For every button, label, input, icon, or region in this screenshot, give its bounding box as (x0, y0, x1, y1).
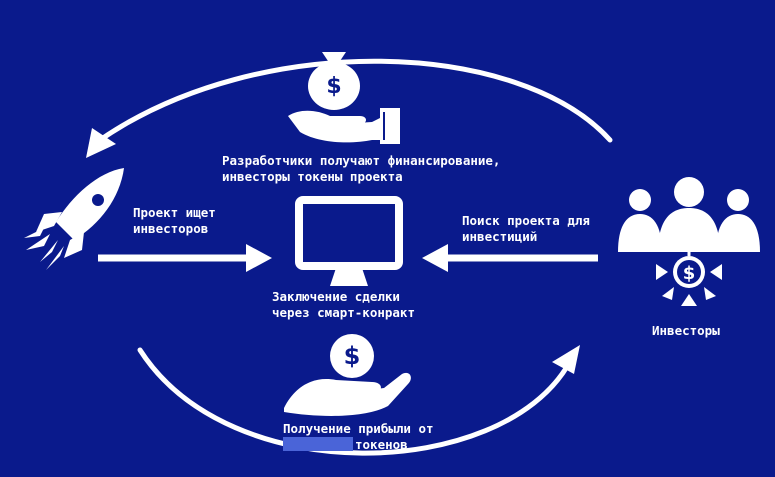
search-project-line1: Поиск проекта для (462, 213, 590, 228)
left-arrow-head (246, 244, 272, 272)
smart-contract-label: Заключение сделки через смарт-конракт (272, 289, 415, 321)
rocket-icon (24, 168, 124, 270)
search-project-label: Поиск проекта для инвестиций (462, 213, 590, 245)
investors-group-icon (618, 177, 760, 252)
profit-label-line2: токенов (355, 437, 408, 452)
funding-label-line1: Разработчики получают финансирование, (222, 153, 501, 168)
funding-label-line2: инвесторы токены проекта (222, 169, 403, 184)
smart-contract-line2: через смарт-конракт (272, 305, 415, 320)
svg-text:$: $ (344, 342, 361, 370)
svg-text:$: $ (326, 74, 341, 99)
profit-label-line1: Получение прибыли от (283, 421, 434, 436)
right-arrow-head (422, 244, 448, 272)
project-seeks-label: Проект ищет инвесторов (133, 205, 216, 237)
smart-contract-line1: Заключение сделки (272, 289, 400, 304)
profit-label: Получение прибыли от токенов (283, 421, 434, 453)
project-seeks-line2: инвесторов (133, 221, 209, 236)
redacted-block (283, 437, 353, 451)
investors-label: Инвесторы (652, 323, 720, 338)
svg-text:$: $ (683, 263, 696, 284)
coin-hand-icon: $ (284, 334, 411, 416)
search-project-line2: инвестиций (462, 229, 538, 244)
computer-monitor-icon (295, 196, 403, 286)
top-cycle-arc (97, 58, 613, 143)
dollar-network-icon: $ (656, 248, 722, 306)
project-seeks-line1: Проект ищет (133, 205, 216, 220)
top-arc-arrowhead (86, 128, 116, 158)
funding-label: Разработчики получают финансирование, ин… (222, 153, 500, 185)
money-bag-hand-icon: $ (288, 52, 400, 144)
bottom-arc-arrowhead (552, 345, 580, 374)
bottom-cycle-arc (137, 347, 571, 456)
